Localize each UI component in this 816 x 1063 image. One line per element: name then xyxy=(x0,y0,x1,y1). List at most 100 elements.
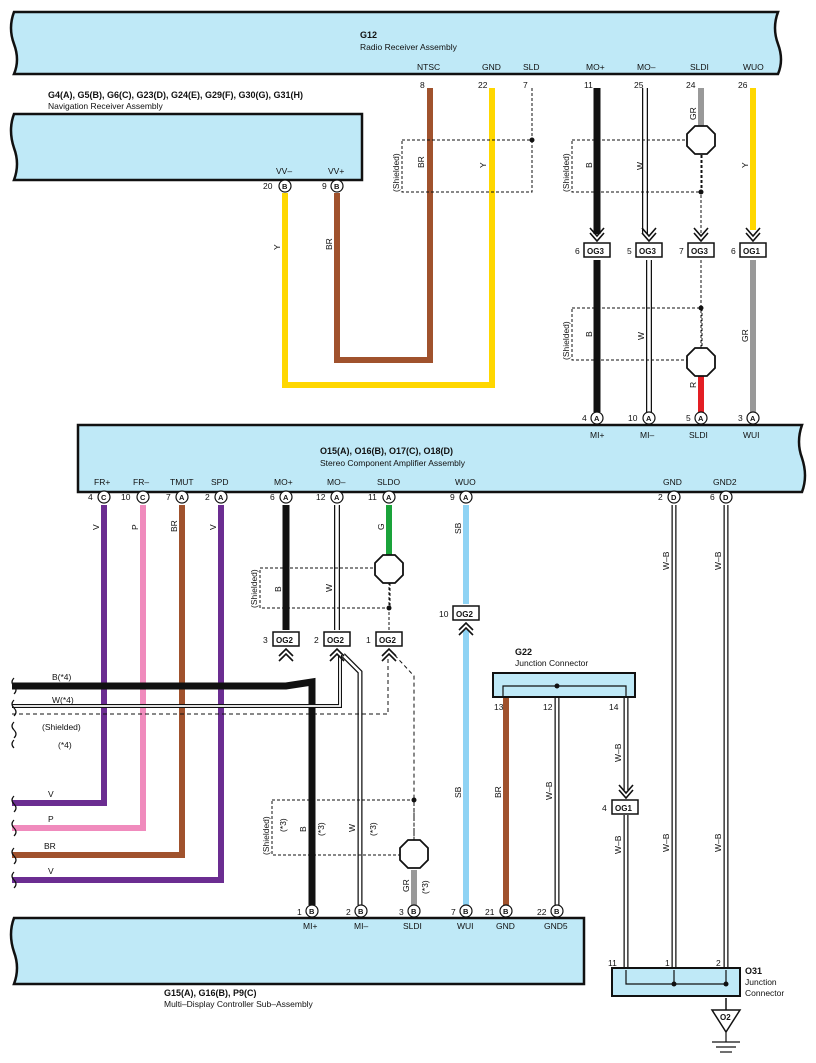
component-g22: G22 Junction Connector 13 12 14 xyxy=(492,647,636,712)
svg-text:Connector: Connector xyxy=(745,988,784,998)
svg-text:5: 5 xyxy=(686,413,691,423)
svg-text:2: 2 xyxy=(716,958,721,968)
nav-pins: VV– VV+ 20 B 9 B xyxy=(263,166,344,193)
svg-text:11: 11 xyxy=(584,80,593,90)
svg-text:2: 2 xyxy=(314,635,319,645)
svg-text:Junction: Junction xyxy=(745,977,777,987)
svg-text:OG3: OG3 xyxy=(587,247,604,256)
svg-text:22: 22 xyxy=(478,80,488,90)
g12-pins: NTSC GND SLD MO+ MO– SLDI WUO 8 22 7 11 … xyxy=(417,62,764,90)
g22-name: Junction Connector xyxy=(515,658,588,668)
wire-gnd-y xyxy=(282,88,495,388)
svg-text:7: 7 xyxy=(679,246,684,256)
svg-text:GND5: GND5 xyxy=(544,921,568,931)
svg-text:B: B xyxy=(298,826,308,832)
svg-text:GND: GND xyxy=(482,62,501,72)
svg-text:A: A xyxy=(283,493,289,502)
svg-text:26: 26 xyxy=(738,80,748,90)
svg-text:V: V xyxy=(48,866,54,876)
wire-fr-minus-p xyxy=(12,505,146,831)
svg-text:7: 7 xyxy=(166,492,171,502)
svg-text:4: 4 xyxy=(602,803,607,813)
svg-text:(Shielded): (Shielded) xyxy=(261,816,271,855)
svg-text:WUO: WUO xyxy=(455,477,476,487)
shield-markers xyxy=(259,88,704,856)
svg-text:1: 1 xyxy=(665,958,670,968)
svg-text:24: 24 xyxy=(686,80,696,90)
svg-text:4: 4 xyxy=(88,492,93,502)
mdc-code: G15(A), G16(B), P9(C) xyxy=(164,988,257,998)
svg-text:GR: GR xyxy=(688,107,698,120)
svg-text:BR: BR xyxy=(416,156,426,168)
svg-text:TMUT: TMUT xyxy=(170,477,194,487)
svg-text:MI+: MI+ xyxy=(590,430,604,440)
svg-text:7: 7 xyxy=(451,907,456,917)
svg-text:A: A xyxy=(646,414,652,423)
g12-name: Radio Receiver Assembly xyxy=(360,42,458,52)
svg-text:V: V xyxy=(208,524,218,530)
svg-text:GND2: GND2 xyxy=(713,477,737,487)
svg-text:R: R xyxy=(688,382,698,388)
svg-text:W: W xyxy=(635,162,645,170)
svg-text:10: 10 xyxy=(439,609,449,619)
svg-text:W: W xyxy=(636,332,646,340)
svg-text:21: 21 xyxy=(485,907,495,917)
shield-octagons xyxy=(374,125,716,869)
svg-text:B: B xyxy=(273,586,283,592)
svg-text:(Shielded): (Shielded) xyxy=(391,153,401,192)
svg-text:B: B xyxy=(584,162,594,168)
svg-text:GR: GR xyxy=(740,329,750,342)
svg-text:W–B: W–B xyxy=(713,551,723,570)
svg-text:B: B xyxy=(358,907,364,916)
svg-text:A: A xyxy=(463,493,469,502)
svg-text:OG1: OG1 xyxy=(615,804,632,813)
svg-text:V: V xyxy=(48,789,54,799)
svg-text:13: 13 xyxy=(494,702,504,712)
svg-text:FR–: FR– xyxy=(133,477,149,487)
svg-text:12: 12 xyxy=(316,492,326,502)
svg-text:2: 2 xyxy=(205,492,210,502)
svg-text:D: D xyxy=(671,493,677,502)
svg-text:NTSC: NTSC xyxy=(417,62,440,72)
svg-text:11: 11 xyxy=(368,492,377,502)
connector-og3-og1: OG3 6 OG3 5 OG3 7 OG1 6 xyxy=(575,227,767,258)
amp-code: O15(A), O16(B), O17(C), O18(D) xyxy=(320,446,453,456)
svg-text:Y: Y xyxy=(272,244,282,250)
svg-text:14: 14 xyxy=(609,702,619,712)
svg-text:VV–: VV– xyxy=(276,166,292,176)
svg-text:C: C xyxy=(101,493,107,502)
wire-ntsc-br xyxy=(334,88,433,363)
svg-text:3: 3 xyxy=(263,635,268,645)
svg-text:V: V xyxy=(91,524,101,530)
svg-text:(Shielded): (Shielded) xyxy=(561,153,571,192)
mdc-pins: 1 B 2 B 3 B 7 B 21 B 22 B MI+ MI– SLDI W… xyxy=(297,904,568,931)
svg-text:MO+: MO+ xyxy=(586,62,605,72)
svg-text:GND: GND xyxy=(496,921,515,931)
svg-text:9: 9 xyxy=(322,181,327,191)
svg-text:12: 12 xyxy=(543,702,553,712)
svg-text:A: A xyxy=(179,493,185,502)
svg-text:W–B: W–B xyxy=(544,781,554,800)
svg-text:B: B xyxy=(503,907,509,916)
svg-text:OG2: OG2 xyxy=(276,636,293,645)
svg-text:A: A xyxy=(698,414,704,423)
component-mdc: G15(A), G16(B), P9(C) Multi–Display Cont… xyxy=(9,916,586,1009)
svg-text:BR: BR xyxy=(44,841,56,851)
svg-text:A: A xyxy=(594,414,600,423)
nav-code: G4(A), G5(B), G6(C), G23(D), G24(E), G29… xyxy=(48,90,303,100)
component-amp: O15(A), O16(B), O17(C), O18(D) Stereo Co… xyxy=(76,423,807,494)
svg-text:G: G xyxy=(376,523,386,530)
svg-text:A: A xyxy=(334,493,340,502)
svg-text:W: W xyxy=(324,584,334,592)
svg-text:MI–: MI– xyxy=(354,921,368,931)
svg-text:WUI: WUI xyxy=(457,921,474,931)
svg-text:A: A xyxy=(218,493,224,502)
svg-text:C: C xyxy=(140,493,146,502)
svg-text:OG3: OG3 xyxy=(691,247,708,256)
svg-text:Y: Y xyxy=(740,162,750,168)
svg-text:W(*4): W(*4) xyxy=(52,695,74,705)
wires xyxy=(12,88,756,1010)
svg-text:(*3): (*3) xyxy=(316,822,326,836)
svg-text:22: 22 xyxy=(537,907,547,917)
wire-fr-plus-v xyxy=(12,505,107,806)
